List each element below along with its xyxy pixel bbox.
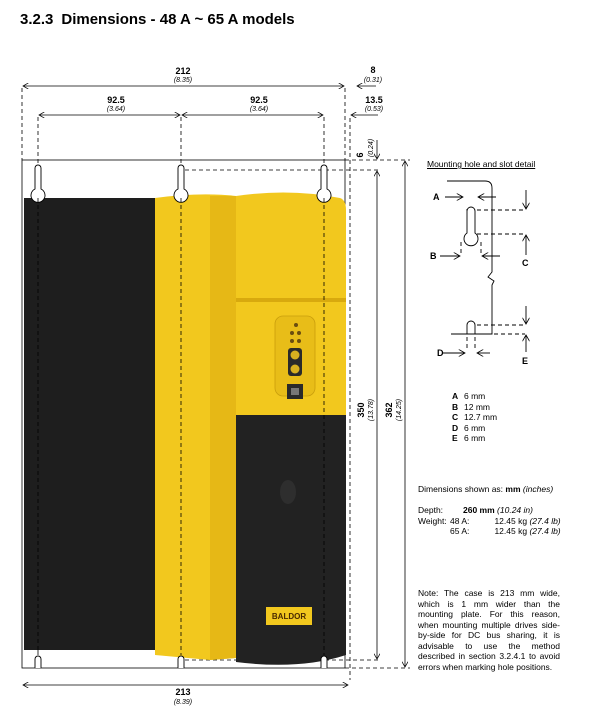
hole-detail-drawing bbox=[440, 180, 526, 353]
dim-362: 362 bbox=[384, 402, 394, 417]
legend-key: C bbox=[452, 412, 459, 422]
legend-value: 6 mm bbox=[464, 391, 486, 401]
legend-value: 12.7 mm bbox=[464, 412, 498, 422]
units-label: Dimensions shown as: bbox=[418, 484, 504, 494]
depth-label: Depth: bbox=[418, 505, 444, 515]
dim-6: 6 bbox=[355, 152, 365, 157]
dim-13-5: 13.5 bbox=[365, 95, 383, 105]
dim-92-5-right-in: (3.64) bbox=[250, 106, 268, 113]
dim-6-in: (0.24) bbox=[368, 139, 375, 157]
units-note: Dimensions shown as: mm (inches) bbox=[418, 484, 553, 495]
section-title: Dimensions - 48 A ~ 65 A models bbox=[61, 11, 295, 28]
dim-213-in: (8.39) bbox=[174, 699, 192, 706]
legend-key: B bbox=[452, 401, 459, 412]
dim-8: 8 bbox=[370, 65, 375, 75]
dim-212-in: (8.35) bbox=[174, 77, 192, 84]
dim-212: 212 bbox=[175, 66, 190, 76]
detail-title: Mounting hole and slot detail bbox=[427, 159, 536, 169]
detail-label-c: C bbox=[522, 258, 529, 268]
units-in: (inches) bbox=[522, 484, 554, 494]
legend-value: 6 mm bbox=[464, 422, 486, 433]
legend-value: 6 mm bbox=[464, 433, 486, 443]
dim-92-5-left: 92.5 bbox=[107, 95, 125, 105]
legend-row: A 6 mm bbox=[452, 391, 497, 402]
dim-213: 213 bbox=[175, 687, 190, 697]
baldor-logo-text: BALDOR bbox=[272, 612, 306, 621]
dim-92-5-left-in: (3.64) bbox=[107, 106, 125, 113]
units-mm: mm bbox=[505, 484, 521, 494]
legend-row: B 12 mm bbox=[452, 402, 497, 413]
mounting-holes bbox=[30, 164, 332, 668]
weight-kg: 12.45 kg bbox=[494, 515, 528, 526]
dim-92-5-right: 92.5 bbox=[250, 95, 268, 105]
weight-model: 65 A: bbox=[450, 526, 470, 536]
dim-350: 350 bbox=[356, 402, 366, 417]
depth-mm: 260 mm bbox=[463, 505, 495, 515]
detail-legend: A 6 mm B 12 mm C 12.7 mm D 6 mm E 6 mm bbox=[452, 391, 497, 444]
dim-8-in: (0.31) bbox=[364, 77, 382, 84]
section-number: 3.2.3 bbox=[20, 11, 54, 28]
detail-label-d: D bbox=[437, 348, 444, 358]
weight-label: Weight: bbox=[418, 515, 447, 526]
dim-362-in: (14.25) bbox=[396, 399, 403, 421]
legend-row: E 6 mm bbox=[452, 433, 497, 444]
depth-weight: Depth: 260 mm (10.24 in) Weight:48 A: 12.… bbox=[418, 505, 561, 537]
detail-label-b: B bbox=[430, 251, 437, 261]
legend-key: A bbox=[452, 391, 459, 401]
weight-kg: 12.45 kg bbox=[494, 526, 528, 536]
detail-label-a: A bbox=[433, 192, 440, 202]
case-width-note: Note: The case is 213 mm wide, which is … bbox=[418, 588, 560, 672]
detail-label-e: E bbox=[522, 356, 528, 366]
dim-350-in: (13.78) bbox=[368, 399, 375, 421]
weight-lb: (27.4 lb) bbox=[529, 526, 561, 536]
weight-model: 48 A: bbox=[450, 515, 470, 526]
depth-in: (10.24 in) bbox=[497, 505, 533, 515]
baldor-logo bbox=[266, 607, 312, 625]
weight-lb: (27.4 lb) bbox=[529, 515, 561, 526]
section-heading: 3.2.3 Dimensions - 48 A ~ 65 A models bbox=[20, 11, 295, 28]
legend-key: D bbox=[452, 422, 459, 433]
drive-image: BALDOR bbox=[24, 192, 346, 665]
legend-key: E bbox=[452, 433, 458, 443]
legend-value: 12 mm bbox=[464, 401, 490, 412]
legend-row: D 6 mm bbox=[452, 423, 497, 434]
dim-13-5-in: (0.53) bbox=[365, 106, 383, 113]
legend-row: C 12.7 mm bbox=[452, 412, 497, 423]
